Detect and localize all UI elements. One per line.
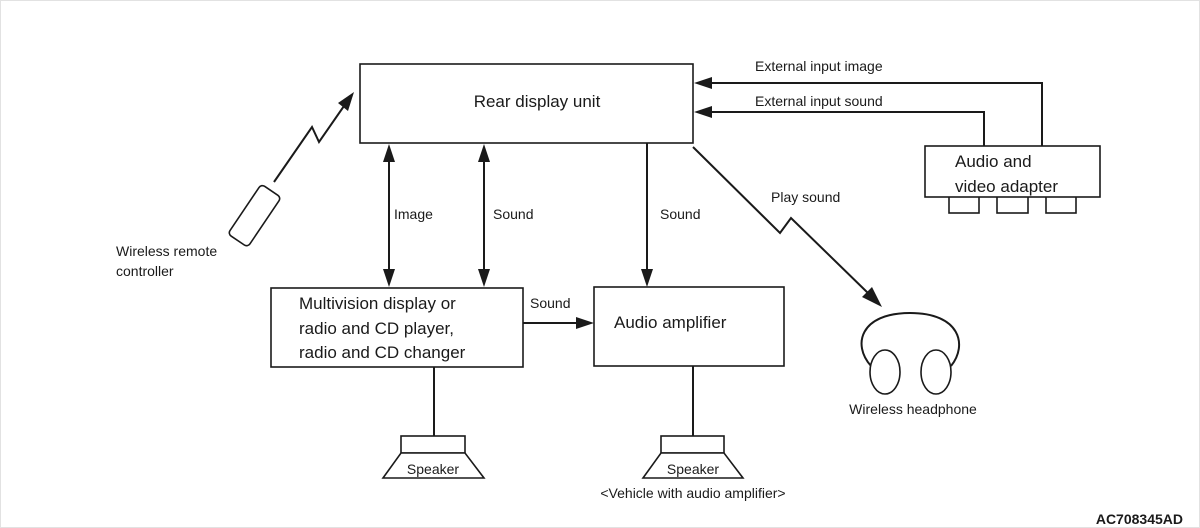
remote-label-line1: Wireless remote: [116, 243, 217, 259]
external-image-arrow: [694, 77, 1043, 146]
audio-video-adapter-block: Audio and video adapter: [924, 145, 1101, 214]
headphone-label: Wireless headphone: [849, 401, 977, 417]
remote-signal-arrow: [273, 92, 354, 183]
sound-arrow-to-amplifier: [641, 143, 653, 287]
figure-id: AC708345AD: [1096, 511, 1183, 527]
rear-display-unit-label: Rear display unit: [474, 92, 601, 111]
remote-label-line2: controller: [116, 263, 174, 279]
speaker-left-label: Speaker: [407, 461, 459, 477]
external-image-label: External input image: [755, 58, 883, 74]
speaker-right-label: Speaker: [667, 461, 719, 477]
sound-label-left: Sound: [493, 206, 533, 222]
speaker-left: Speaker: [381, 367, 486, 479]
audio-amplifier-block: Audio amplifier: [593, 286, 785, 367]
sound-label-horizontal: Sound: [530, 295, 570, 311]
play-sound-label: Play sound: [771, 189, 840, 205]
sound-label-mid: Sound: [660, 206, 700, 222]
adapter-label-line2: video adapter: [955, 177, 1058, 196]
multivision-label-line3: radio and CD changer: [299, 343, 466, 362]
multivision-label-line1: Multivision display or: [299, 294, 456, 313]
speaker-right: Speaker: [641, 366, 745, 479]
multivision-label-line2: radio and CD player,: [299, 319, 454, 338]
multivision-block: Multivision display or radio and CD play…: [270, 287, 524, 368]
image-label: Image: [394, 206, 433, 222]
external-sound-label: External input sound: [755, 93, 883, 109]
audio-amplifier-label: Audio amplifier: [614, 313, 727, 332]
sound-arrow-horizontal: [523, 317, 594, 329]
remote-controller-icon: [228, 184, 281, 247]
image-arrow: [383, 144, 395, 287]
rear-display-unit-block: Rear display unit: [359, 63, 694, 144]
sound-arrow-bidirectional: [478, 144, 490, 287]
headphone-icon: [860, 311, 960, 395]
external-sound-arrow: [694, 106, 985, 146]
adapter-label-line1: Audio and: [955, 152, 1032, 171]
play-sound-arrow: [692, 146, 882, 307]
vehicle-note: <Vehicle with audio amplifier>: [600, 485, 785, 501]
